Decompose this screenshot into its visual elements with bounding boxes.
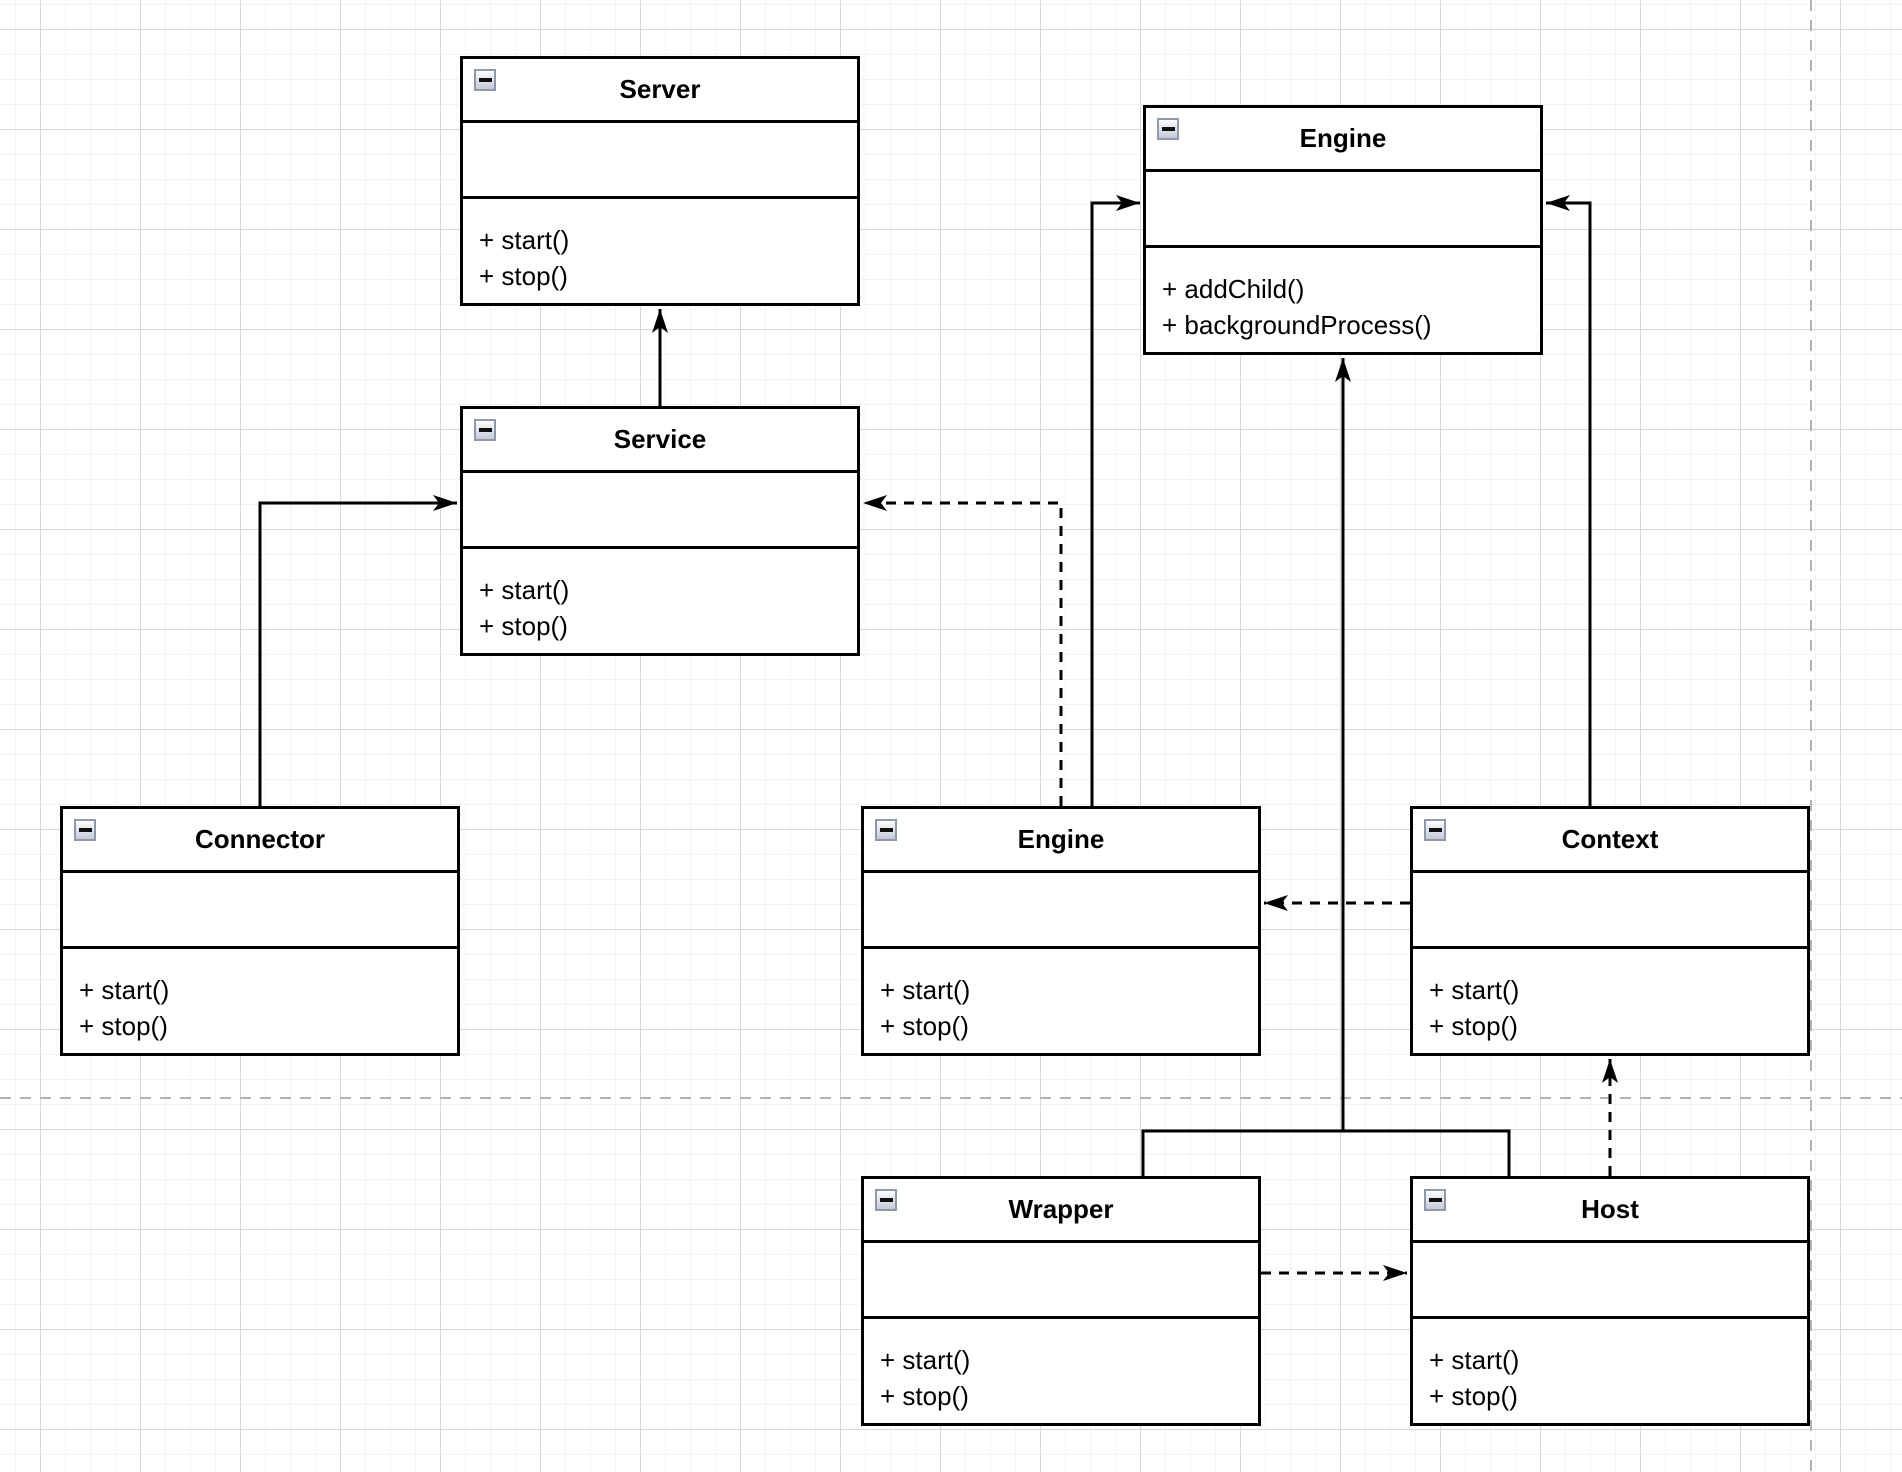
edge-wrapper-host-branch[interactable] <box>1141 1129 1511 1176</box>
minus-icon <box>478 78 492 82</box>
class-box-connector[interactable]: Connector + start() + stop() <box>60 806 460 1056</box>
class-box-host[interactable]: Host + start() + stop() <box>1410 1176 1810 1426</box>
class-title: Server <box>463 59 857 123</box>
class-methods: + start() + stop() <box>1413 1319 1807 1424</box>
method-label: + stop() <box>880 1011 969 1041</box>
class-methods: + start() + stop() <box>1413 949 1807 1054</box>
class-box-server[interactable]: Server + start() + stop() <box>460 56 860 306</box>
minus-icon <box>879 828 893 832</box>
edge-engine-mid-to-engine-top[interactable] <box>1090 195 1140 806</box>
method-label: + stop() <box>1429 1011 1518 1041</box>
class-attributes-empty <box>463 473 857 549</box>
method-label: + backgroundProcess() <box>1162 310 1432 340</box>
class-box-engine-middle[interactable]: Engine + start() + stop() <box>861 806 1261 1056</box>
collapse-icon[interactable] <box>1424 1189 1446 1211</box>
class-methods: + start() + stop() <box>463 549 857 654</box>
minus-icon <box>879 1198 893 1202</box>
class-methods: + start() + stop() <box>463 199 857 304</box>
class-title: Wrapper <box>864 1179 1258 1243</box>
class-methods: + addChild() + backgroundProcess() <box>1146 248 1540 353</box>
method-label: + start() <box>1429 1345 1520 1375</box>
edge-context-to-engine-top[interactable] <box>1546 195 1592 806</box>
class-box-engine-top[interactable]: Engine + addChild() + backgroundProcess(… <box>1143 105 1543 355</box>
class-title: Connector <box>63 809 457 873</box>
collapse-icon[interactable] <box>875 1189 897 1211</box>
method-label: + stop() <box>880 1381 969 1411</box>
minus-icon <box>1161 127 1175 131</box>
minus-icon <box>1428 1198 1442 1202</box>
minus-icon <box>478 428 492 432</box>
method-label: + addChild() <box>1162 274 1305 304</box>
minus-icon <box>78 828 92 832</box>
method-label: + start() <box>79 975 170 1005</box>
collapse-icon[interactable] <box>875 819 897 841</box>
class-attributes-empty <box>463 123 857 199</box>
method-label: + stop() <box>479 261 568 291</box>
class-title: Engine <box>1146 108 1540 172</box>
method-label: + stop() <box>79 1011 168 1041</box>
class-methods: + start() + stop() <box>864 1319 1258 1424</box>
collapse-icon[interactable] <box>1157 118 1179 140</box>
collapse-icon[interactable] <box>474 419 496 441</box>
method-label: + start() <box>880 975 971 1005</box>
method-label: + stop() <box>479 611 568 641</box>
class-methods: + start() + stop() <box>63 949 457 1054</box>
method-label: + start() <box>479 575 570 605</box>
method-label: + start() <box>479 225 570 255</box>
class-box-wrapper[interactable]: Wrapper + start() + stop() <box>861 1176 1261 1426</box>
class-methods: + start() + stop() <box>864 949 1258 1054</box>
collapse-icon[interactable] <box>74 819 96 841</box>
class-box-service[interactable]: Service + start() + stop() <box>460 406 860 656</box>
method-label: + start() <box>880 1345 971 1375</box>
class-title: Service <box>463 409 857 473</box>
class-attributes-empty <box>864 1243 1258 1319</box>
class-box-context[interactable]: Context + start() + stop() <box>1410 806 1810 1056</box>
class-attributes-empty <box>1413 1243 1807 1319</box>
class-title: Host <box>1413 1179 1807 1243</box>
class-title: Engine <box>864 809 1258 873</box>
method-label: + stop() <box>1429 1381 1518 1411</box>
minus-icon <box>1428 828 1442 832</box>
class-attributes-empty <box>1146 172 1540 248</box>
class-attributes-empty <box>1413 873 1807 949</box>
collapse-icon[interactable] <box>474 69 496 91</box>
class-title: Context <box>1413 809 1807 873</box>
edge-connector-to-service[interactable] <box>258 495 457 806</box>
collapse-icon[interactable] <box>1424 819 1446 841</box>
class-attributes-empty <box>864 873 1258 949</box>
method-label: + start() <box>1429 975 1520 1005</box>
edge-engine-mid-to-service-dashed[interactable] <box>863 495 1063 806</box>
class-attributes-empty <box>63 873 457 949</box>
